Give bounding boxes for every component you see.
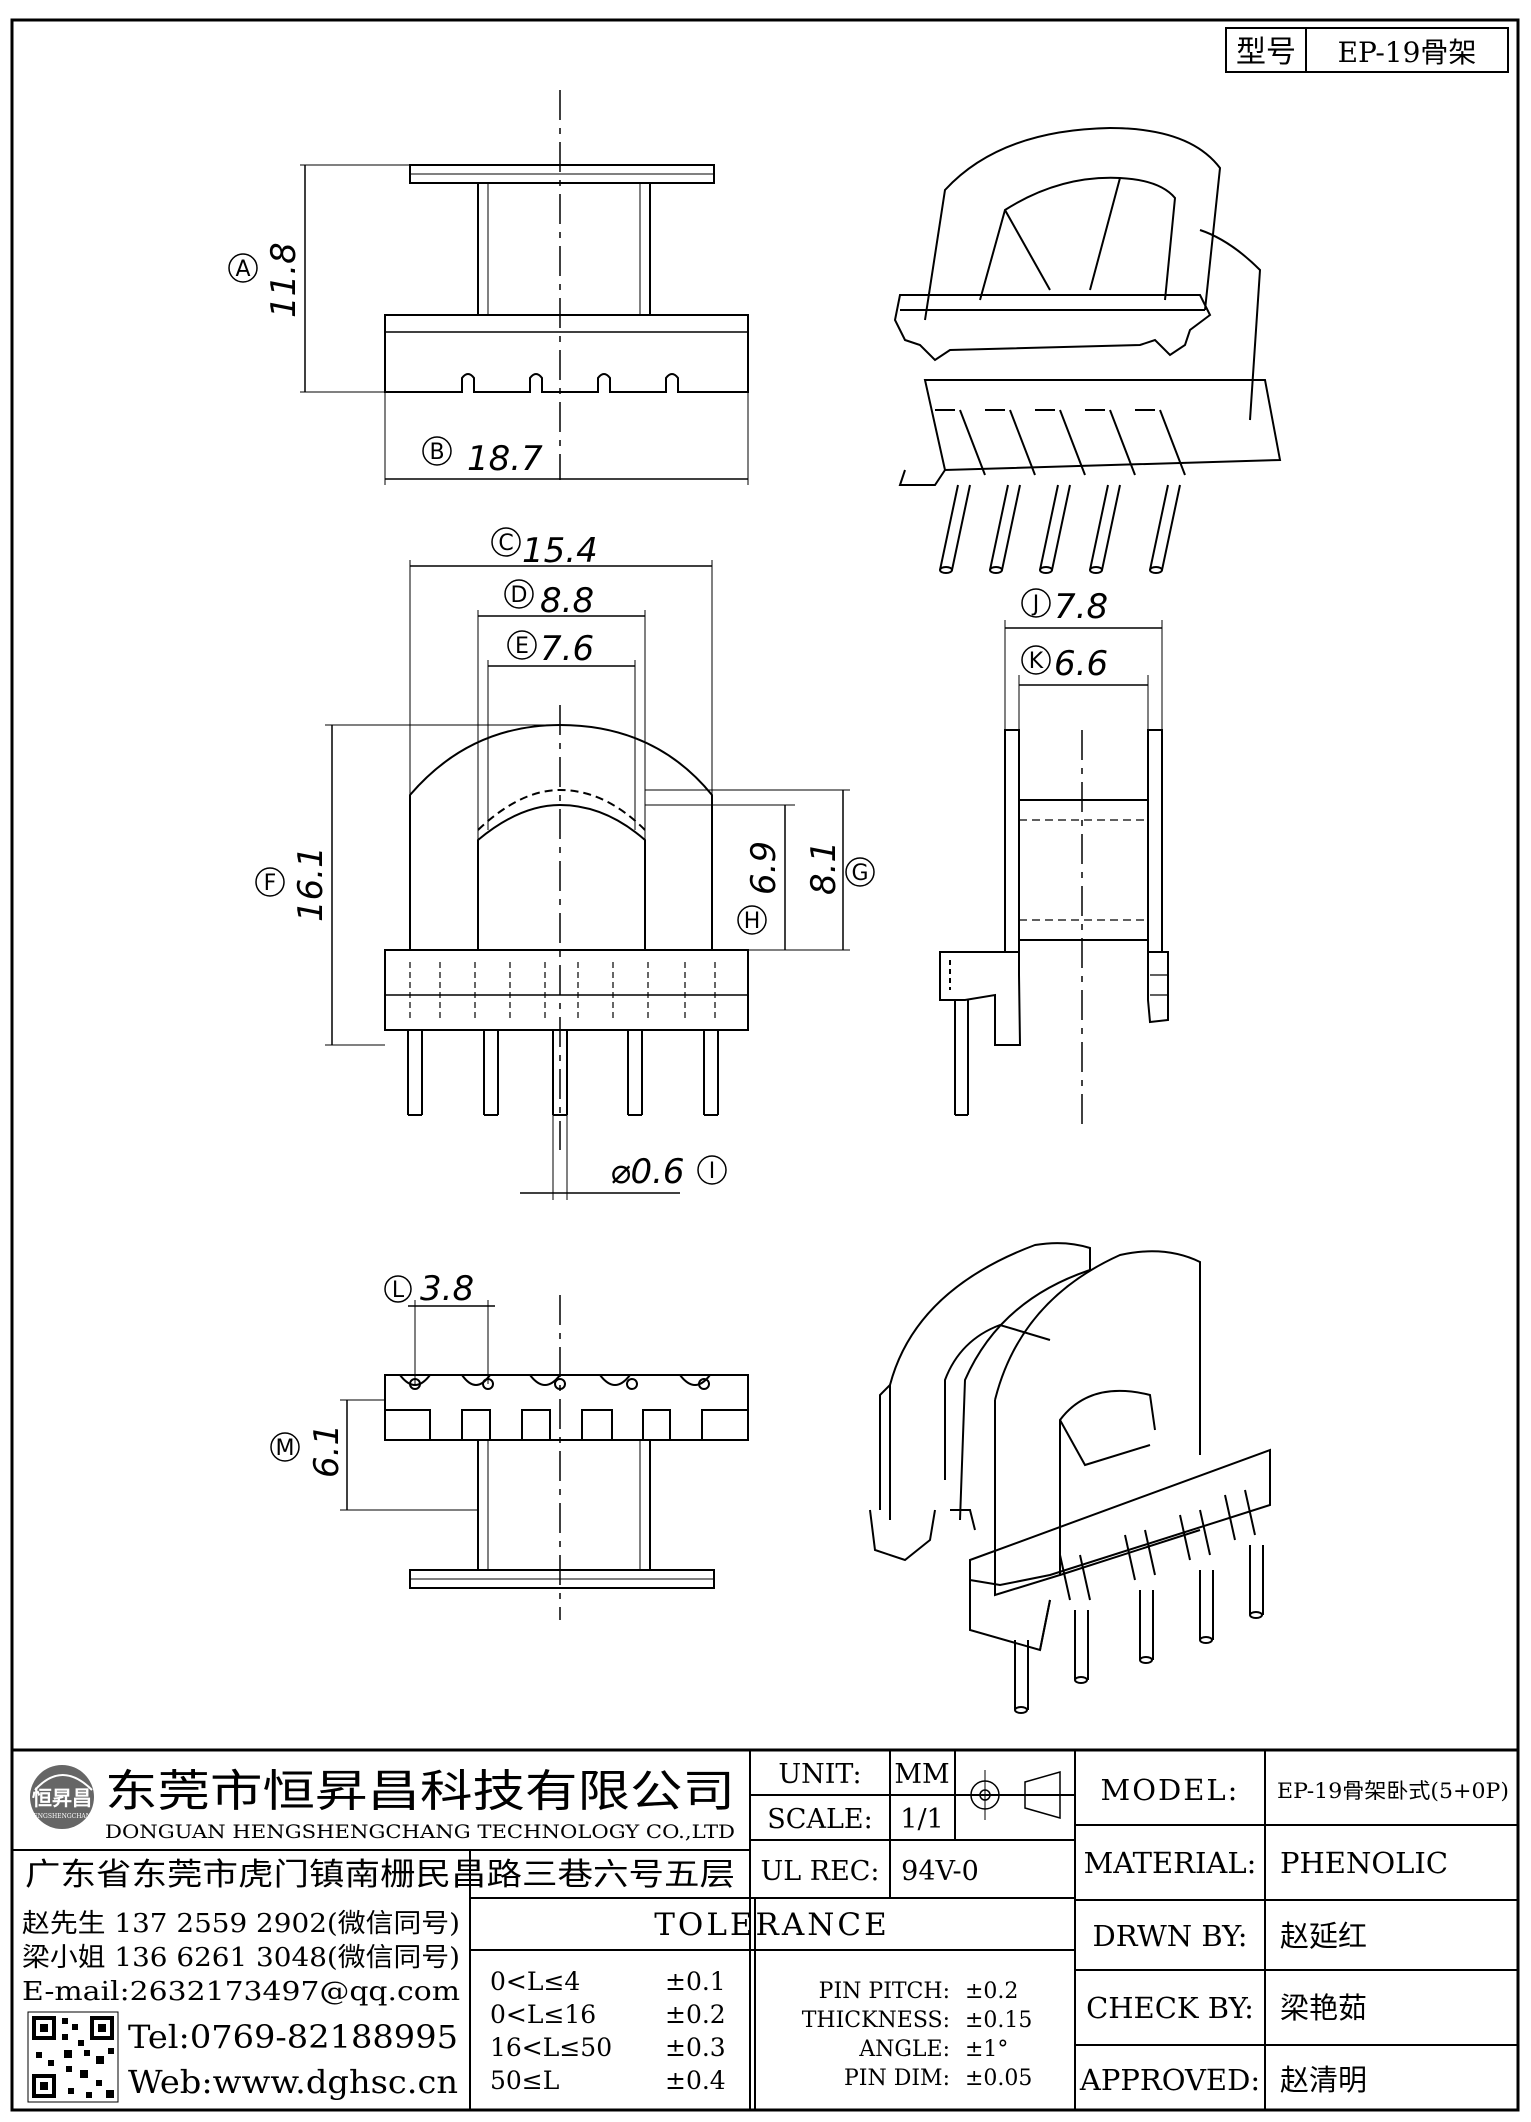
dim-d-letter: D [511, 583, 528, 608]
title-box-value: EP-19骨架 [1338, 36, 1477, 69]
company-address: 广东省东莞市虎门镇南栅民昌路三巷六号五层 [25, 1857, 735, 1893]
dim-f-marker [255, 867, 285, 897]
angle-value: ±1° [965, 2037, 1008, 2062]
dim-d-marker [504, 579, 534, 609]
sheet-border [10, 18, 1520, 2112]
dim-i-marker [697, 1155, 727, 1185]
pin-dim-value: ±0.05 [965, 2066, 1032, 2091]
dim-k-marker [1021, 645, 1051, 675]
dim-f-value: 16.1 [291, 846, 331, 922]
dim-j-marker [1021, 588, 1051, 618]
tol-range-3: 16<L≤50 [490, 2033, 612, 2062]
company-name-cn: 东莞市恒昇昌科技有限公司 [105, 1766, 735, 1817]
drawn-by-label: DRWN BY: [1093, 1919, 1248, 1953]
model-label: MODEL: [1101, 1773, 1240, 1807]
company-logo [30, 1765, 94, 1829]
logo-subtext: HENGSHENGCHANG [28, 1813, 96, 1820]
dim-g-marker [845, 857, 875, 887]
tol-range-1: 0<L≤4 [490, 1967, 580, 1996]
view-front-elevation [300, 90, 749, 480]
tol-value-2: ±0.2 [665, 2000, 726, 2029]
dim-i-letter: I [709, 1159, 716, 1184]
dim-b-marker [422, 436, 452, 466]
scale-value: 1/1 [900, 1804, 943, 1835]
view-side [939, 620, 1169, 1130]
dim-a-letter: A [235, 257, 250, 282]
contact-2: 梁小姐 136 6261 3048(微信同号) [22, 1943, 460, 1973]
view-isometric-bottom [869, 1242, 1271, 1714]
dim-g-value: 8.1 [804, 841, 844, 895]
unit-value: MM [894, 1759, 949, 1790]
check-by-label: CHECK BY: [1086, 1991, 1254, 2025]
dim-h-letter: H [744, 909, 761, 934]
dim-j-letter: J [1031, 592, 1040, 617]
dim-b-value: 18.7 [467, 439, 543, 479]
company-web: Web:www.dghsc.cn [128, 2063, 458, 2101]
tolerance-title: TOLERANCE [654, 1907, 890, 1943]
dim-g-letter: G [851, 861, 868, 886]
dim-f-letter: F [264, 871, 277, 896]
material-value: PHENOLIC [1280, 1846, 1448, 1880]
dim-e-value: 7.6 [540, 629, 594, 669]
title-box: 型号 EP-19骨架 [1225, 27, 1509, 73]
dim-m-marker [270, 1432, 300, 1462]
tol-range-2: 0<L≤16 [490, 2000, 596, 2029]
drawn-by-value: 赵延红 [1280, 1919, 1367, 1953]
dim-k-letter: K [1029, 649, 1044, 674]
thickness-label: THICKNESS: [802, 2008, 950, 2033]
view-bottom [340, 1295, 749, 1620]
approved-value: 赵清明 [1280, 2063, 1367, 2097]
company-name-en: DONGUAN HENGSHENGCHANG TECHNOLOGY CO.,LT… [105, 1821, 735, 1843]
contact-email: E-mail:2632173497@qq.com [22, 1977, 460, 2007]
model-value: EP-19骨架卧式(5+0P) [1277, 1779, 1509, 1803]
dim-m-value: 6.1 [307, 1424, 347, 1478]
dim-d-value: 8.8 [540, 581, 594, 621]
tol-range-4: 50≤L [490, 2066, 559, 2095]
ul-label: UL REC: [760, 1856, 879, 1887]
scale-label: SCALE: [767, 1804, 872, 1835]
pin-pitch-label: PIN PITCH: [819, 1979, 950, 2004]
dim-c-value: 15.4 [522, 531, 598, 571]
dim-l-letter: L [392, 1278, 405, 1303]
approved-label: APPROVED: [1079, 2063, 1260, 2097]
pin-dim-label: PIN DIM: [844, 2066, 950, 2091]
title-box-label: 型号 [1236, 35, 1296, 70]
view-front-detail [325, 560, 850, 1200]
tol-value-3: ±0.3 [665, 2033, 726, 2062]
title-block-grid [11, 1748, 1518, 2110]
dim-h-value: 6.9 [744, 841, 784, 895]
ul-value: 94V-0 [901, 1856, 979, 1887]
tol-value-1: ±0.1 [665, 1967, 726, 1996]
angle-label: ANGLE: [858, 2037, 950, 2062]
unit-label: UNIT: [778, 1759, 861, 1790]
dim-b-letter: B [429, 440, 444, 465]
contact-1: 赵先生 137 2559 2902(微信同号) [22, 1909, 460, 1939]
dim-k-value: 6.6 [1054, 644, 1108, 684]
pin-pitch-value: ±0.2 [965, 1979, 1018, 2004]
dim-l-value: 3.8 [420, 1269, 474, 1309]
material-label: MATERIAL: [1084, 1846, 1257, 1880]
dim-l-marker [384, 1275, 412, 1303]
qr-code-icon [27, 2011, 119, 2103]
tol-value-4: ±0.4 [665, 2066, 726, 2095]
dim-e-marker [507, 630, 537, 660]
check-by-value: 梁艳茹 [1280, 1991, 1367, 2025]
dim-a-marker [228, 253, 258, 283]
company-tel: Tel:0769-82188995 [128, 2018, 458, 2056]
thickness-value: ±0.15 [965, 2008, 1032, 2033]
logo-text: 恒昇昌 [32, 1786, 92, 1810]
view-isometric-top [893, 126, 1282, 574]
dim-c-marker [491, 527, 521, 557]
dim-j-value: 7.8 [1054, 587, 1108, 627]
dim-a-value: 11.8 [264, 242, 304, 318]
dim-e-letter: E [515, 634, 529, 659]
dim-i-value: ⌀0.6 [610, 1152, 685, 1192]
dim-c-letter: C [498, 531, 513, 556]
dim-m-letter: M [276, 1436, 295, 1461]
dim-h-marker [737, 905, 767, 935]
